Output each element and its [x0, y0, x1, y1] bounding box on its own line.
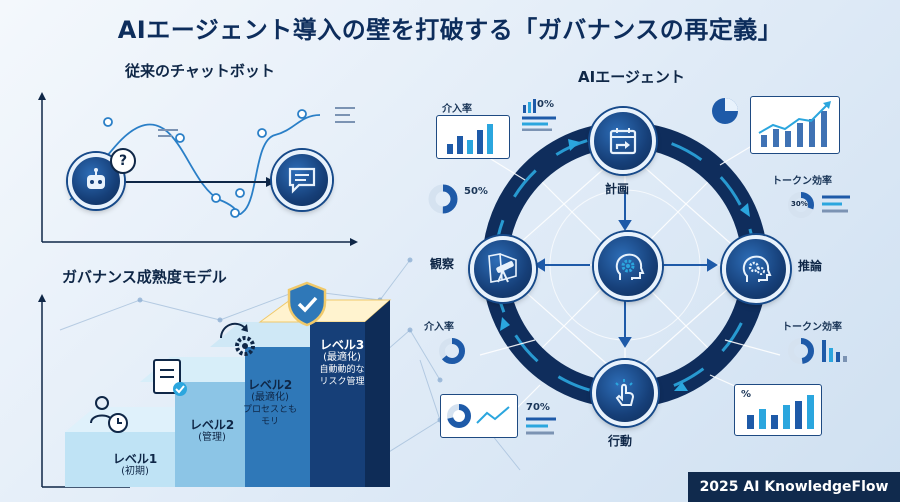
token-top-label: トークン効率	[772, 176, 832, 187]
percent-0-widget	[522, 98, 536, 117]
act-label: 行動	[608, 434, 633, 448]
step-3-label: レベル2	[247, 378, 293, 392]
step-1-sub: (初期)	[121, 466, 149, 477]
token-bottom-panel: %	[734, 384, 822, 436]
line-chart-icon	[758, 101, 831, 147]
percent-30: 30%	[791, 200, 808, 208]
progress-lines	[526, 417, 556, 435]
step-3-desc: プロセスとも モリ	[242, 405, 297, 427]
act-node	[592, 360, 658, 426]
token-mid-label: トークン効率	[782, 322, 842, 333]
page-title: AIエージェント導入の壁を打破する「ガバナンスの再定義」	[117, 16, 783, 44]
agent-section-title: AIエージェント	[578, 68, 685, 86]
step-1: レベル1 (初期)	[95, 452, 175, 478]
percent-70: 70%	[526, 402, 550, 413]
intervention-top-label: 介入率	[442, 104, 472, 115]
plan-node	[590, 108, 656, 174]
chatbot-diagram	[38, 92, 358, 246]
observe-metric-panel	[440, 394, 518, 438]
line-chart-icon	[447, 404, 510, 428]
step-4-desc: 自動動的な リスク管理	[319, 365, 365, 387]
footer-brand: 2025 AI KnowledgeFlow	[688, 472, 900, 502]
gear-refresh-icon	[219, 322, 255, 356]
bar-chart-icon	[447, 124, 493, 154]
person-clock-icon	[90, 396, 128, 433]
percent-50: 50%	[464, 186, 488, 197]
intervention-top-panel	[436, 115, 510, 159]
robot-icon	[87, 168, 105, 189]
observe-label: 観察	[430, 257, 455, 271]
step-2: レベル2 (管理)	[172, 418, 252, 444]
step-2-sub: (管理)	[198, 432, 226, 443]
percent-0: 0%	[537, 99, 554, 110]
robot-node	[68, 153, 124, 209]
telescope-icon	[488, 253, 517, 283]
plan-label: 計画	[605, 182, 630, 196]
observe-node	[470, 236, 536, 302]
step-1-label: レベル1	[112, 452, 158, 466]
donut-chart-icon	[428, 184, 458, 214]
shield-check-icon	[287, 281, 327, 327]
step-3-sub: (最適化)	[251, 392, 289, 403]
calendar-arrow-icon	[609, 128, 637, 155]
brain-gear-icon	[615, 253, 645, 280]
step-4-sub: (最適化)	[323, 352, 361, 363]
maturity-section-title: ガバナンス成熟度モデル	[62, 268, 227, 286]
bar-chart-icon	[523, 99, 536, 113]
clipboard-check-icon	[153, 359, 187, 396]
center-node	[594, 232, 662, 300]
donut-chart-icon	[788, 192, 814, 218]
donut-chart-icon	[439, 338, 465, 364]
maturity-staircase	[38, 294, 392, 488]
step-4-label: レベル3	[319, 338, 365, 352]
line-chart-panel	[750, 96, 840, 154]
gears-head-icon	[742, 255, 772, 282]
step-4: レベル3 (最適化) 自動動的な リスク管理	[302, 338, 382, 388]
progress-lines	[822, 195, 850, 213]
chat-node	[272, 150, 332, 210]
chat-bubble-icon	[288, 167, 316, 194]
pie-chart-icon	[712, 98, 738, 124]
percent-sign: %	[741, 389, 752, 400]
bar-chart-icon	[747, 395, 814, 429]
cursor-click-icon	[615, 379, 635, 406]
step-2-label: レベル2	[189, 418, 235, 432]
reason-label: 推論	[798, 259, 823, 273]
reason-node	[722, 235, 790, 303]
bar-chart-icon	[822, 340, 847, 362]
intervention-mid-label: 介入率	[424, 322, 454, 333]
step-3: レベル2 (最適化) プロセスとも モリ	[230, 378, 310, 428]
progress-lines	[522, 116, 556, 131]
chatbot-section-title: 従来のチャットボット	[125, 62, 275, 80]
question-icon: ?	[110, 148, 136, 174]
donut-chart-icon	[788, 338, 814, 364]
